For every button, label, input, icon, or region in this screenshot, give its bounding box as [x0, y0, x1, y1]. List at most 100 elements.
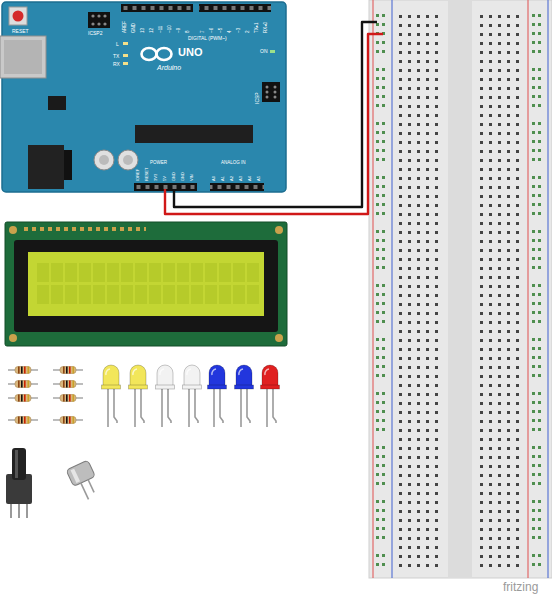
pin-label: ~11	[159, 26, 164, 33]
pot-knob	[15, 450, 18, 478]
rail-line-red	[528, 0, 529, 578]
resistor	[53, 381, 83, 388]
header-pin	[91, 14, 94, 17]
header-pin	[266, 96, 269, 99]
led-blue	[235, 365, 254, 427]
header-pin	[97, 14, 100, 17]
pot-pin	[10, 504, 12, 518]
digital-header	[199, 4, 271, 12]
header-pin	[91, 22, 94, 25]
pin-label: GND	[132, 23, 137, 33]
power-jack	[64, 150, 72, 180]
led-white	[183, 365, 202, 427]
jumper-wire-black	[174, 22, 377, 207]
pot-knob	[12, 448, 26, 480]
capacitor	[94, 150, 114, 170]
microcontroller-chip	[135, 125, 253, 143]
pin-label: A2	[230, 176, 234, 181]
board-label: RESET	[12, 29, 29, 34]
power-rail	[376, 14, 388, 570]
mount-hole	[275, 226, 283, 234]
digital-header	[199, 4, 271, 12]
breadboard-channel	[448, 0, 472, 578]
brand-label: Arduino	[157, 64, 181, 71]
header-pin	[274, 91, 277, 94]
pin-label: 8	[186, 30, 191, 33]
resistor	[8, 417, 38, 424]
arduino-board	[0, 2, 286, 192]
pin-label: ~5	[219, 28, 224, 33]
lcd-screen	[28, 252, 264, 316]
led-red	[261, 365, 280, 427]
board-label: ANALOG IN	[221, 161, 246, 166]
reset-button	[9, 7, 27, 25]
board-label: ICSP	[255, 92, 260, 104]
jumper-wire-red	[165, 34, 383, 214]
pot-pin	[26, 504, 28, 518]
pin-label: IOREF	[136, 169, 140, 181]
terminal-strip	[477, 12, 522, 570]
lcd-header-pads	[24, 227, 146, 231]
resistor	[53, 367, 83, 374]
pin-label: A1	[221, 176, 225, 181]
status-led	[123, 42, 128, 45]
digital-header	[121, 4, 193, 12]
status-led	[270, 50, 275, 53]
arduino-logo	[157, 48, 172, 60]
sensor-body	[66, 460, 95, 486]
pin-label: TX▸1	[255, 22, 260, 33]
pin-label: 13	[141, 28, 146, 33]
tilt-sensor-symbol	[66, 460, 103, 503]
resistor	[8, 367, 38, 374]
header-pin	[97, 22, 100, 25]
header-pin	[103, 14, 106, 17]
sensor-highlight	[71, 469, 81, 483]
led-white	[156, 365, 175, 427]
pin-label: 7	[201, 30, 206, 33]
breadboard-body	[369, 0, 552, 578]
usb-connector	[0, 36, 46, 78]
pin-label: AREF	[123, 21, 128, 33]
potentiometer-symbol	[6, 448, 32, 518]
resistor	[8, 381, 38, 388]
pin-label: 12	[150, 28, 155, 33]
pin-label: ~9	[177, 28, 182, 33]
lcd-pcb	[5, 222, 287, 346]
reset-button	[13, 11, 24, 22]
led-yellow	[102, 365, 121, 427]
voltage-regulator	[48, 96, 66, 110]
icsp-header	[262, 82, 280, 102]
resistor	[53, 395, 83, 402]
status-led	[123, 62, 128, 65]
lcd-module	[5, 222, 287, 346]
pin-label: GND	[172, 172, 176, 181]
header-pin	[274, 86, 277, 89]
lcd-bezel	[14, 240, 278, 332]
board-label: ON	[260, 49, 268, 54]
rail-line-red	[373, 0, 374, 578]
watermark: fritzing	[503, 581, 538, 593]
board-pcb	[2, 2, 286, 192]
sensor-leg	[81, 483, 89, 499]
terminal-strip	[396, 12, 441, 570]
pin-label: A4	[248, 176, 252, 181]
pin-label: ~6	[210, 28, 215, 33]
header-pin	[274, 96, 277, 99]
sensor-leg	[88, 480, 94, 493]
mount-hole	[9, 226, 17, 234]
mount-hole	[275, 334, 283, 342]
pin-label: RX◂0	[264, 22, 269, 33]
pin-label: 5V	[163, 176, 167, 181]
pin-label: ~3	[237, 28, 242, 33]
analog-header	[210, 183, 264, 191]
pin-label: GND	[181, 172, 185, 181]
arduino-logo	[142, 48, 157, 60]
pin-label: 3V3	[154, 174, 158, 181]
board-label: POWER	[150, 161, 167, 166]
rail-line-blue	[548, 0, 549, 578]
usb-connector	[4, 40, 42, 74]
status-led	[123, 54, 128, 57]
board-label: TX	[113, 54, 119, 59]
